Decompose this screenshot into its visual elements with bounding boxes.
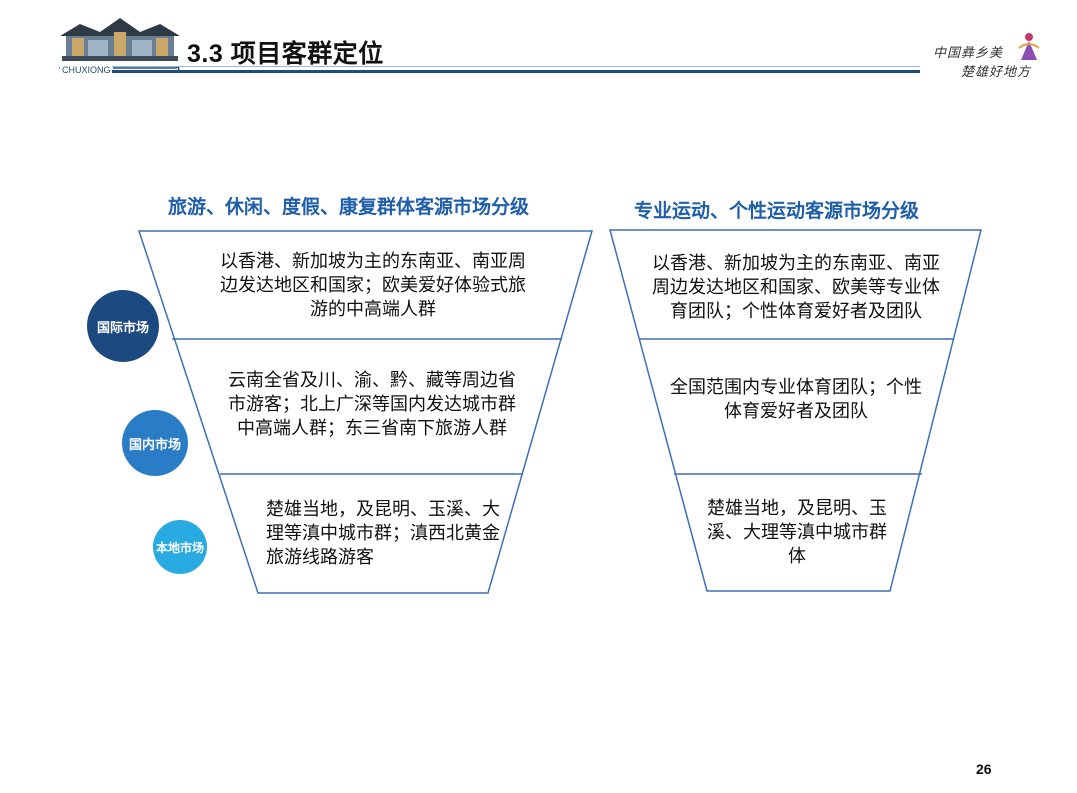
left-tier-1: 以香港、新加坡为主的东南亚、南亚周边发达地区和国家；欧美爱好体验式旅游的中高端人… xyxy=(220,251,526,320)
right-tier-2: 全国范围内专业体育团队；个性体育爱好者及团队 xyxy=(670,377,922,422)
gate-icon xyxy=(59,18,180,73)
left-tier-2: 云南全省及川、渝、黔、藏等周边省市游客；北上广深等国内发达城市群中高端人群；东三… xyxy=(228,370,516,439)
right-funnel-title: 专业运动、个性运动客源市场分级 xyxy=(634,200,920,222)
header-divider xyxy=(112,70,920,73)
logo-caption: CHUXIONG xyxy=(60,65,113,75)
left-funnel-title: 旅游、休闲、度假、康复群体客源市场分级 xyxy=(168,196,530,218)
chuxiong-logo: CHUXIONG xyxy=(58,10,182,75)
local-market-badge: 本地市场 xyxy=(153,520,207,574)
right-tier-3: 楚雄当地，及昆明、玉溪、大理等滇中城市群体 xyxy=(707,498,887,567)
international-market-badge: 国际市场 xyxy=(87,290,159,362)
brand-line-1: 中国彝乡美 xyxy=(933,46,1004,61)
right-tier-1: 以香港、新加坡为主的东南亚、南亚周边发达地区和国家、欧美等专业体育团队；个性体育… xyxy=(652,253,940,322)
domestic-market-badge: 国内市场 xyxy=(122,410,188,476)
page-title: 3.3 项目客群定位 xyxy=(187,40,384,68)
brand-slogan: 中国彝乡美 楚雄好地方 xyxy=(927,30,1047,84)
header-divider-thin xyxy=(112,66,920,67)
right-funnel-outline xyxy=(609,229,982,592)
left-tier-3: 楚雄当地，及昆明、玉溪、大理等滇中城市群；滇西北黄金旅游线路游客 xyxy=(266,499,500,568)
dancer-icon xyxy=(1018,33,1040,60)
left-funnel-outline xyxy=(137,230,593,594)
page-number: 26 xyxy=(976,761,992,777)
brand-line-2: 楚雄好地方 xyxy=(961,65,1032,80)
